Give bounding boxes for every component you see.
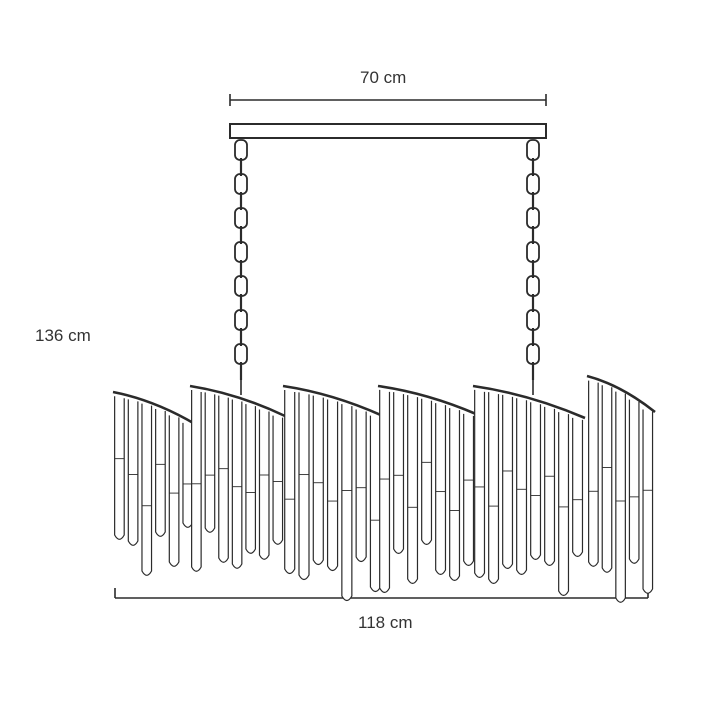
crystal-rod [393, 392, 405, 554]
chain-link [526, 173, 540, 195]
crystal-rod [463, 413, 475, 566]
chain-link [234, 173, 248, 195]
crystal-rod [379, 389, 391, 593]
chain [526, 139, 540, 395]
crystal-rod [231, 399, 243, 569]
chain [234, 139, 248, 395]
crystal-rod [114, 396, 125, 540]
crystal-rod [588, 380, 599, 567]
crystal-tier [586, 374, 656, 603]
crystal-rod [218, 395, 229, 563]
crystal-rod [572, 417, 584, 557]
tier-rim [472, 384, 586, 420]
crystal-rod [530, 402, 542, 560]
crystal-rod [298, 392, 310, 581]
chain-link [234, 309, 248, 331]
chain-link [526, 207, 540, 229]
crystal-rod [601, 385, 613, 573]
tier-rim [112, 390, 196, 426]
crystal-rod [421, 398, 433, 545]
crystal-rod [628, 399, 640, 564]
crystal-tier [472, 384, 586, 596]
chain-link [234, 343, 248, 365]
chain-link [526, 309, 540, 331]
crystal-rod [341, 404, 353, 602]
crystal-rod [502, 394, 514, 569]
chain-link [526, 139, 540, 161]
height-label: 136 cm [35, 326, 91, 345]
crystal-tier [377, 384, 477, 593]
tier-rim [377, 384, 477, 416]
chain-link [526, 275, 540, 297]
crystal-rod [449, 408, 461, 581]
crystal-rod [642, 409, 654, 594]
crystal-fixture [112, 374, 656, 603]
crystal-rod [369, 415, 382, 593]
crystal-rod [245, 404, 257, 554]
crystal-rod [474, 389, 486, 578]
crystal-rod [615, 391, 626, 603]
top-dimension-line [229, 94, 547, 106]
crystal-rod [407, 395, 419, 584]
chain-link [234, 275, 248, 297]
bottom-width-label: 118 cm [358, 613, 413, 632]
crystal-rod [326, 399, 339, 572]
crystal-rod [558, 412, 570, 596]
crystal-rod [435, 403, 447, 575]
crystal-rod [355, 409, 367, 563]
crystal-rod [544, 406, 556, 566]
crystal-tier [189, 384, 286, 572]
crystal-rod [488, 392, 500, 584]
chain-link [526, 343, 540, 365]
crystal-rod [155, 409, 166, 537]
crystal-rod [516, 398, 528, 575]
chain-link [234, 207, 248, 229]
chain-link [234, 139, 248, 161]
ceiling-plate [229, 123, 547, 139]
tier-rim [189, 384, 286, 418]
top-width-label: 70 cm [360, 68, 407, 87]
crystal-rod [272, 415, 284, 545]
crystal-rod [191, 389, 202, 572]
crystal-tier [282, 384, 384, 602]
crystal-rod [258, 409, 270, 560]
chain-link [234, 241, 248, 263]
tier-rim [586, 374, 656, 414]
tier-rim [282, 384, 384, 418]
crystal-rod [127, 399, 139, 546]
crystal-tier [112, 390, 196, 576]
crystal-rod [284, 389, 296, 575]
crystal-rod [141, 403, 153, 576]
crystal-rod [168, 415, 180, 567]
suspension-chains [234, 139, 540, 395]
crystal-rod [312, 395, 324, 566]
crystal-rod [204, 392, 216, 533]
chain-link [526, 241, 540, 263]
